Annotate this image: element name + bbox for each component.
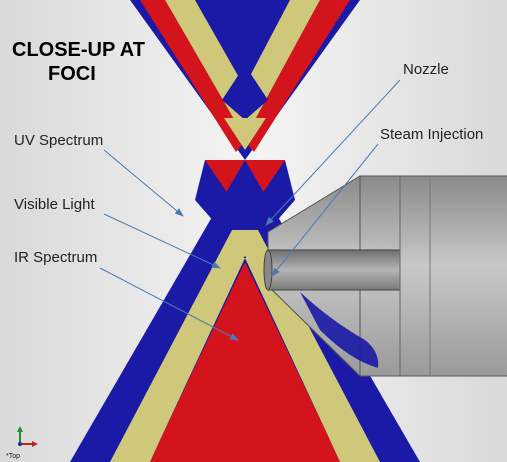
title-line-1: CLOSE-UP AT (12, 39, 145, 61)
view-orientation-label: *Top (6, 453, 20, 460)
upper-light-cone (130, 0, 360, 160)
axis-triad-icon (17, 426, 38, 447)
steam-callout-line (271, 143, 379, 277)
steam-injection-label: Steam Injection (380, 126, 483, 143)
title-line-2: FOCI (48, 63, 96, 85)
ir-spectrum-label: IR Spectrum (14, 249, 97, 266)
lower-light-cone (70, 160, 420, 462)
uv-spectrum-label: UV Spectrum (14, 132, 103, 149)
ir-cone-base (150, 440, 340, 462)
visible-band-lower-left (110, 230, 258, 462)
steam-pipe-end (263, 249, 273, 291)
visible-callout-line (103, 213, 221, 269)
nozzle-callout-line (265, 79, 401, 226)
steam-plume (300, 292, 379, 368)
nozzle-label: Nozzle (403, 61, 449, 78)
ir-cone-lower (160, 262, 330, 462)
ir-band-upper-left (140, 0, 246, 152)
ir-callout-line (99, 267, 239, 341)
nozzle-assembly (263, 175, 507, 378)
uv-callout-line (103, 149, 184, 217)
ir-band-upper-right (244, 0, 350, 152)
visible-inner-right (245, 258, 352, 462)
visible-light-label: Visible Light (14, 196, 95, 213)
callout-lines (99, 79, 401, 341)
visible-inner-left (138, 258, 245, 462)
uv-center-diamond (222, 65, 268, 120)
visible-center-diamond (224, 118, 266, 150)
